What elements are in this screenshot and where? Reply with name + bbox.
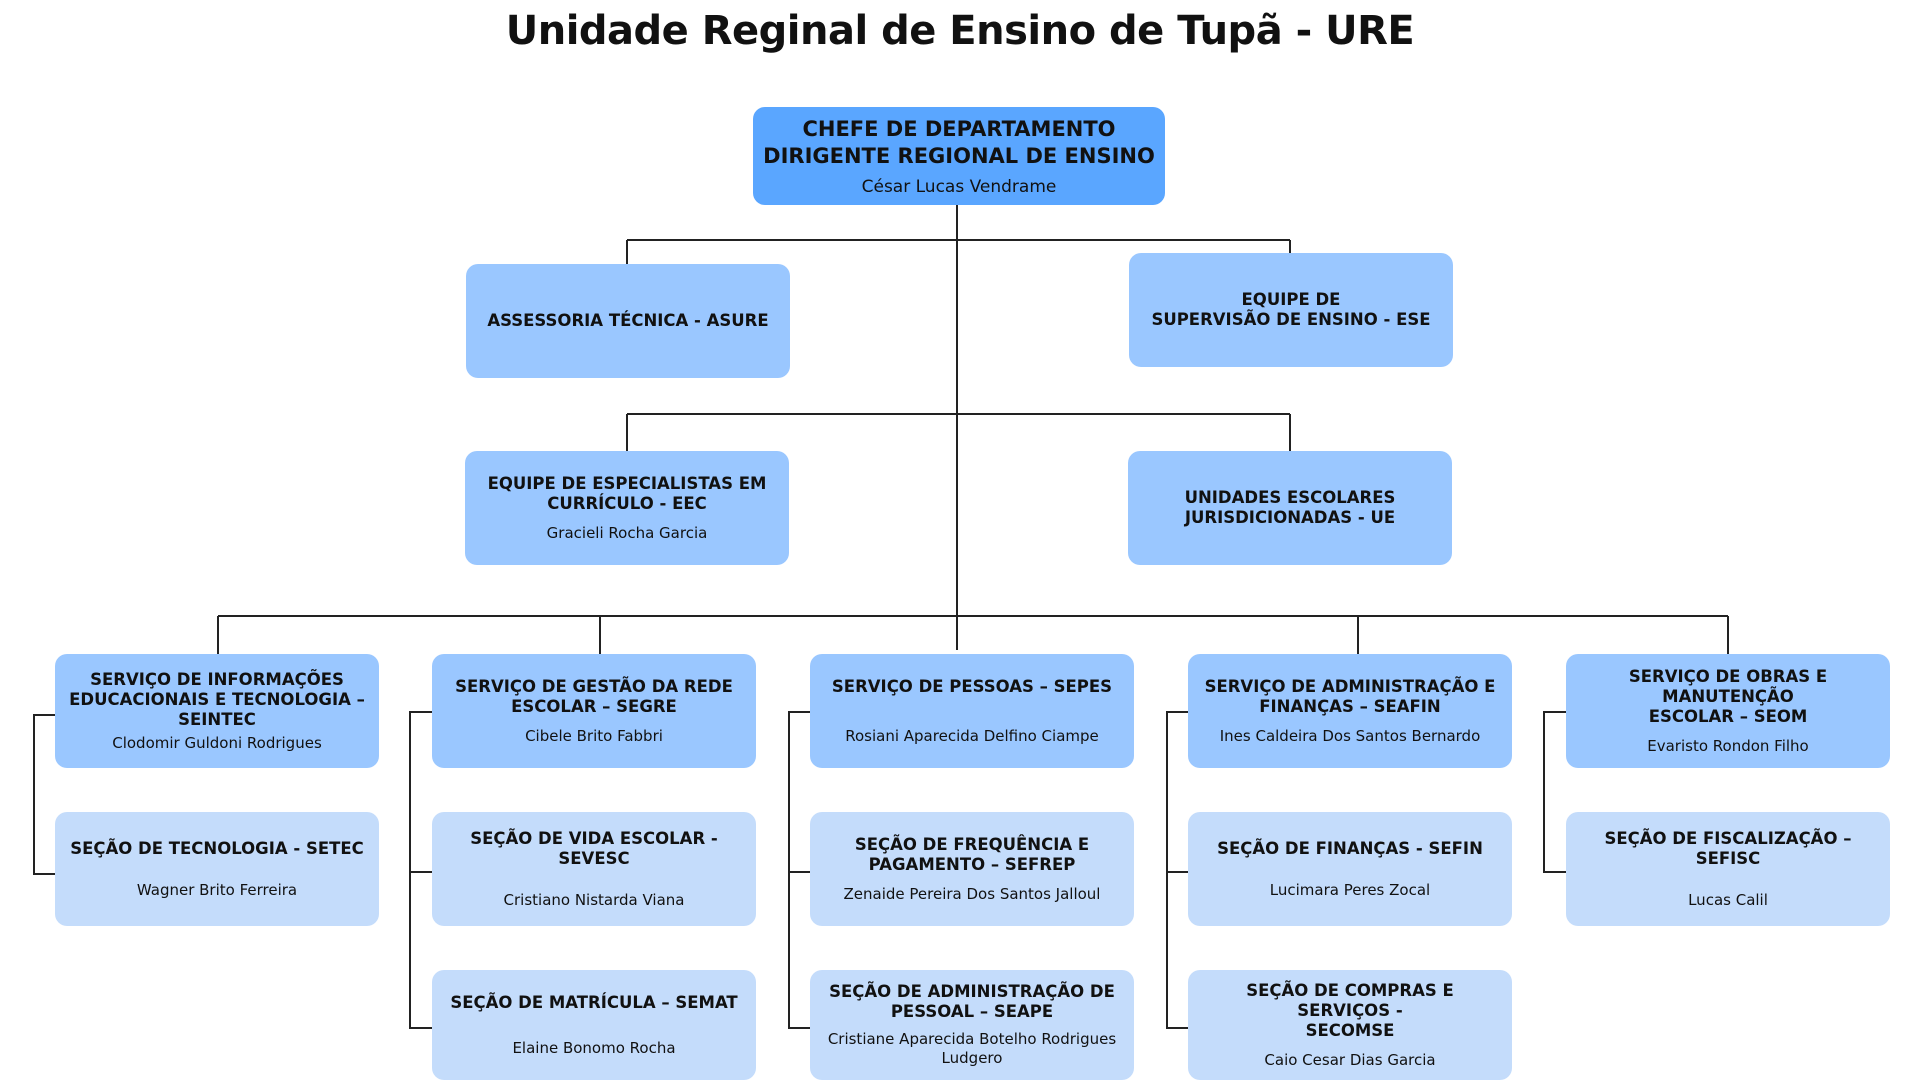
- node-person: Ines Caldeira Dos Santos Bernardo: [1219, 726, 1481, 745]
- node-person: Cibele Brito Fabbri: [525, 726, 663, 745]
- node-sefin: SEÇÃO DE FINANÇAS - SEFIN Lucimara Peres…: [1188, 812, 1512, 926]
- node-person: Caio Cesar Dias Garcia: [1264, 1050, 1436, 1069]
- node-person: Evaristo Rondon Filho: [1647, 736, 1809, 755]
- node-title: SEÇÃO DE FREQUÊNCIA E PAGAMENTO – SEFREP: [854, 834, 1090, 874]
- node-title: SERVIÇO DE GESTÃO DA REDE ESCOLAR – SEGR…: [455, 676, 733, 716]
- node-title: EQUIPE DE ESPECIALISTAS EM CURRÍCULO - E…: [487, 473, 767, 513]
- node-ue: UNIDADES ESCOLARES JURISDICIONADAS - UE: [1128, 451, 1452, 565]
- node-person: César Lucas Vendrame: [861, 176, 1057, 197]
- node-title: UNIDADES ESCOLARES JURISDICIONADAS - UE: [1184, 488, 1396, 527]
- node-ese: EQUIPE DE SUPERVISÃO DE ENSINO - ESE: [1129, 253, 1453, 367]
- node-title: SEÇÃO DE FINANÇAS - SEFIN: [1217, 838, 1483, 858]
- node-sefisc: SEÇÃO DE FISCALIZAÇÃO – SEFISC Lucas Cal…: [1566, 812, 1890, 926]
- node-seintec: SERVIÇO DE INFORMAÇÕES EDUCACIONAIS E TE…: [55, 654, 379, 768]
- node-seom: SERVIÇO DE OBRAS E MANUTENÇÃO ESCOLAR – …: [1566, 654, 1890, 768]
- node-person: Cristiano Nistarda Viana: [503, 890, 685, 909]
- node-title: SEÇÃO DE MATRÍCULA – SEMAT: [450, 992, 738, 1012]
- node-title: SEÇÃO DE ADMINISTRAÇÃO DE PESSOAL – SEAP…: [829, 982, 1115, 1021]
- node-asure: ASSESSORIA TÉCNICA - ASURE: [466, 264, 790, 378]
- node-person: Rosiani Aparecida Delfino Ciampe: [845, 726, 1099, 745]
- node-seape: SEÇÃO DE ADMINISTRAÇÃO DE PESSOAL – SEAP…: [810, 970, 1134, 1080]
- node-person: Lucas Calil: [1688, 890, 1768, 909]
- node-title: CHEFE DE DEPARTAMENTO DIRIGENTE REGIONAL…: [763, 116, 1155, 168]
- node-sevesc: SEÇÃO DE VIDA ESCOLAR - SEVESC Cristiano…: [432, 812, 756, 926]
- node-title: SEÇÃO DE VIDA ESCOLAR - SEVESC: [470, 828, 718, 868]
- node-segre: SERVIÇO DE GESTÃO DA REDE ESCOLAR – SEGR…: [432, 654, 756, 768]
- chart-title: Unidade Reginal de Ensino de Tupã - URE: [505, 8, 1415, 54]
- node-title: SERVIÇO DE OBRAS E MANUTENÇÃO ESCOLAR – …: [1628, 666, 1828, 726]
- node-title: EQUIPE DE SUPERVISÃO DE ENSINO - ESE: [1151, 290, 1431, 329]
- node-person: Zenaide Pereira Dos Santos Jalloul: [843, 884, 1101, 903]
- node-setec: SEÇÃO DE TECNOLOGIA - SETEC Wagner Brito…: [55, 812, 379, 926]
- node-sefrep: SEÇÃO DE FREQUÊNCIA E PAGAMENTO – SEFREP…: [810, 812, 1134, 926]
- node-title: SERVIÇO DE INFORMAÇÕES EDUCACIONAIS E TE…: [69, 669, 365, 729]
- node-person: Elaine Bonomo Rocha: [512, 1038, 676, 1057]
- node-title: SERVIÇO DE ADMINISTRAÇÃO E FINANÇAS – SE…: [1204, 676, 1496, 716]
- node-title: SERVIÇO DE PESSOAS – SEPES: [831, 676, 1113, 696]
- node-semat: SEÇÃO DE MATRÍCULA – SEMAT Elaine Bonomo…: [432, 970, 756, 1080]
- node-person: Clodomir Guldoni Rodrigues: [112, 733, 322, 752]
- node-person: Cristiane Aparecida Botelho Rodrigues Lu…: [827, 1030, 1117, 1067]
- node-eec: EQUIPE DE ESPECIALISTAS EM CURRÍCULO - E…: [465, 451, 789, 565]
- node-secomse: SEÇÃO DE COMPRAS E SERVIÇOS - SECOMSE Ca…: [1188, 970, 1512, 1080]
- node-title: ASSESSORIA TÉCNICA - ASURE: [487, 311, 769, 330]
- node-person: Lucimara Peres Zocal: [1269, 880, 1431, 899]
- node-person: Gracieli Rocha Garcia: [546, 523, 708, 542]
- node-chefe-departamento: CHEFE DE DEPARTAMENTO DIRIGENTE REGIONAL…: [753, 107, 1165, 205]
- node-sepes: SERVIÇO DE PESSOAS – SEPES Rosiani Apare…: [810, 654, 1134, 768]
- node-title: SEÇÃO DE FISCALIZAÇÃO – SEFISC: [1604, 828, 1852, 868]
- node-title: SEÇÃO DE TECNOLOGIA - SETEC: [70, 838, 364, 858]
- node-title: SEÇÃO DE COMPRAS E SERVIÇOS - SECOMSE: [1246, 980, 1454, 1040]
- node-person: Wagner Brito Ferreira: [136, 880, 298, 899]
- node-seafin: SERVIÇO DE ADMINISTRAÇÃO E FINANÇAS – SE…: [1188, 654, 1512, 768]
